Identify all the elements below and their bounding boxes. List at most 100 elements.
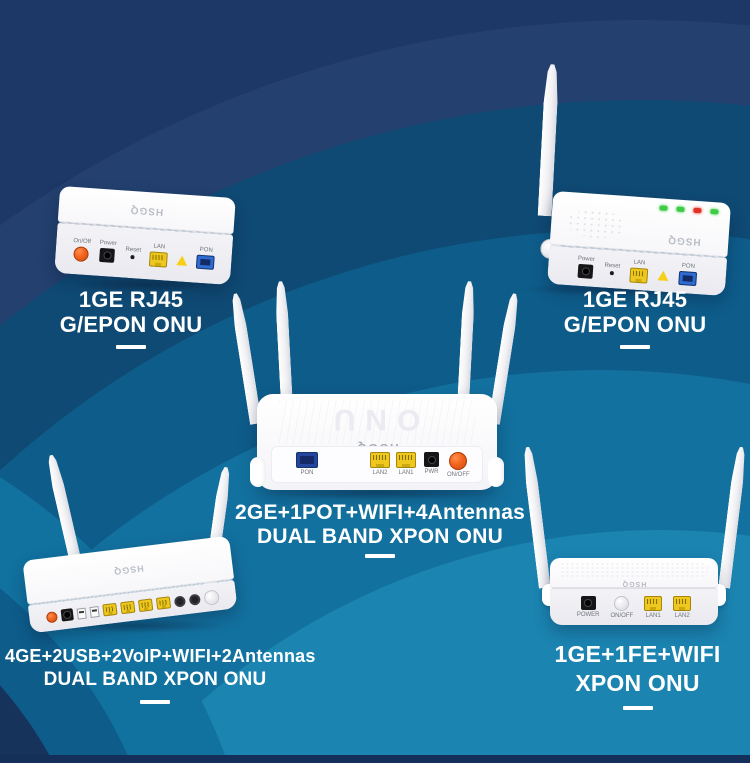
lan2-port-group: LAN2 [673, 595, 692, 619]
pon-port-group: PON [195, 246, 215, 270]
lan2-port-yellow [673, 595, 692, 611]
power-jack-port [99, 247, 116, 263]
device-1ge-1fe-wifi-onu: HSGQ POWER ON/OFF LAN1 LAN2 [522, 446, 747, 631]
caption-line: 1GE+1FE+WIFI [554, 641, 721, 667]
reset-pinhole [130, 255, 135, 260]
led-red [693, 207, 702, 214]
caption-line: 1GE RJ45 [582, 287, 688, 312]
caption-line: 2GE+1POT+WIFI+4Antennas [235, 501, 525, 524]
lan-port-yellow [149, 250, 169, 268]
reset-pinhole [609, 271, 614, 276]
port-label: LAN1 [398, 470, 414, 476]
port-label: PWR [424, 469, 439, 475]
led-green [676, 206, 685, 213]
pon-port-blue [195, 254, 215, 270]
caption-line: XPON ONU [575, 669, 700, 696]
onoff-button-port [614, 595, 630, 611]
led-green [710, 208, 719, 215]
port-label: Power [99, 239, 117, 248]
pon-port-blue [678, 270, 697, 287]
lan-port-group: LAN [149, 243, 169, 268]
caption-product-5: 1GE+1FE+WIFI XPON ONU [540, 640, 735, 710]
brand-logo: HSGQ [129, 203, 164, 217]
caption-product-2: 1GE RJ45 G/EPON ONU [540, 287, 730, 350]
power-jack-port [580, 596, 596, 610]
power-jack-port [424, 452, 439, 467]
lan1-port-group: LAN1 [396, 452, 416, 476]
voip-phone-port [188, 593, 201, 606]
led-green [659, 205, 668, 211]
onoff-button-port [449, 452, 468, 470]
onoff-button-port [73, 245, 90, 262]
onoff-button-port [45, 610, 58, 623]
underline-dash [116, 345, 146, 350]
onoff-port-group: ON/OFF [447, 452, 470, 478]
pon-port-blue [296, 452, 318, 468]
brand-logo: HSGQ [666, 233, 701, 248]
onoff-port-group: ON/OFF [610, 595, 634, 619]
device-1ge-rj45-onu-right: HSGQ Power Reset LAN PON [492, 58, 742, 298]
caption-line: 4GE+2USB+2VoIP+WIFI+2Antennas [5, 646, 316, 666]
power-port-group: Power [577, 255, 596, 279]
antenna-hinge [203, 588, 221, 606]
pon-port-group: PON [296, 452, 318, 476]
port-label: On/Off [73, 237, 92, 245]
brand-logo: HSGQ [621, 580, 647, 587]
antenna [718, 446, 747, 588]
lan-port-yellow [155, 596, 172, 610]
caption-line: 1GE RJ45 [78, 287, 184, 312]
underline-dash [365, 554, 395, 559]
lan-port-group: LAN [629, 259, 649, 284]
onoff-port-group: On/Off [72, 238, 91, 262]
port-label: PON [300, 470, 314, 476]
port-label: LAN2 [372, 470, 388, 476]
usb-port [89, 605, 100, 618]
underline-dash [140, 700, 170, 705]
vent-dot-texture [560, 562, 708, 578]
embossed-onu-text: ONU [323, 403, 421, 436]
port-strip: PON LAN2 LAN1 PWR ON/OFF [271, 446, 483, 483]
caption-line: DUAL BAND XPON ONU [43, 669, 267, 691]
port-label: PON [199, 246, 213, 254]
lan1-port-yellow [396, 452, 416, 468]
port-label: Reset [125, 246, 142, 254]
device-1ge-rj45-onu-left: HSGQ On/Off Power Reset LAN [50, 182, 240, 292]
power-jack-port [577, 263, 594, 279]
router-body: ONU HSGQ PON LAN2 LAN1 PWR [250, 394, 504, 490]
port-label: Reset [604, 262, 621, 270]
status-led-row [659, 205, 719, 215]
side-foot [488, 457, 504, 487]
port-label: Power [577, 255, 596, 263]
power-jack-port [60, 608, 74, 622]
device-4ge-2usb-2voip-onu: HSGQ [18, 452, 253, 637]
caption-line: DUAL BAND XPON ONU [257, 524, 503, 548]
brand-logo: HSGQ [112, 563, 144, 577]
caption-product-3: 2GE+1POT+WIFI+4Antennas DUAL BAND XPON O… [230, 501, 530, 559]
underline-dash [622, 705, 653, 710]
reset-port-group: Reset [125, 247, 141, 260]
pon-port-group: PON [678, 263, 697, 287]
port-label: LAN2 [674, 612, 690, 619]
underline-dash [620, 345, 650, 350]
corner-ring-mid [0, 588, 132, 763]
lan-port-yellow [102, 602, 118, 617]
lan-port-yellow [137, 598, 154, 613]
caption-product-1: 1GE RJ45 G/EPON ONU [36, 287, 226, 350]
lan-port-yellow [120, 600, 136, 615]
laser-warning-sticker [657, 270, 669, 281]
lan1-port-yellow [644, 595, 663, 611]
port-label: PON [681, 263, 696, 270]
port-label: LAN [153, 243, 166, 250]
lan2-port-yellow [370, 452, 390, 468]
speaker-dots [566, 207, 627, 240]
port-label: POWER [576, 612, 600, 618]
port-label: ON/OFF [610, 612, 634, 619]
lan2-port-group: LAN2 [370, 452, 390, 476]
port-label: LAN [633, 259, 646, 266]
lan1-port-group: LAN1 [644, 595, 663, 619]
caption-line: G/EPON ONU [59, 311, 203, 337]
pwr-port-group: PWR [424, 452, 439, 475]
device-2ge-1pot-4antenna-onu: ONU HSGQ PON LAN2 LAN1 PWR [225, 276, 530, 506]
side-foot [250, 457, 266, 487]
